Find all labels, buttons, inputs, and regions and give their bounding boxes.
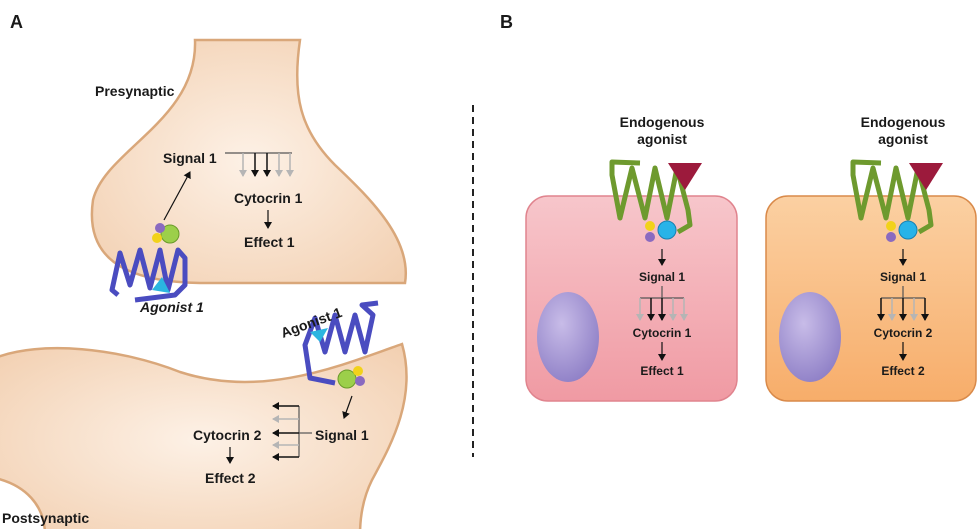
- postsynaptic-label: Postsynaptic: [2, 510, 89, 526]
- arrow: [163, 171, 191, 221]
- nucleus: [779, 292, 841, 382]
- g-alpha-icon: [657, 220, 677, 240]
- arrow: [342, 395, 353, 419]
- receptor: [850, 159, 934, 235]
- g-alpha-icon: [160, 224, 180, 244]
- agonist-1-triangle: [152, 277, 170, 293]
- cell-1-cytocrin-label: Cytocrin 1: [633, 326, 692, 340]
- presynaptic-terminal: [90, 38, 408, 285]
- pre-effect-label: Effect 1: [244, 234, 295, 250]
- pre-agonist-label: Agonist 1: [139, 299, 204, 315]
- pre-branch-arrows: [239, 153, 294, 177]
- g-gamma-icon: [353, 366, 363, 376]
- cell-2-signal-label: Signal 1: [880, 270, 926, 284]
- postsynaptic-cell: [0, 342, 408, 529]
- panel-a-letter: A: [10, 12, 23, 32]
- post-effect-label: Effect 2: [205, 470, 256, 486]
- endogenous-agonist-triangle: [668, 163, 702, 190]
- cell-2-effect-label: Effect 2: [881, 364, 925, 378]
- cell-1-pathway: [609, 159, 702, 361]
- presynaptic-label: Presynaptic: [95, 83, 175, 99]
- g-beta-icon: [355, 376, 365, 386]
- cell-1-effect-label: Effect 1: [640, 364, 684, 378]
- g-beta-icon: [645, 232, 655, 242]
- pre-signal-label: Signal 1: [163, 150, 217, 166]
- endogenous-agonist-label-1: Endogenous: [861, 114, 946, 130]
- cell-2-pathway: [850, 159, 943, 361]
- postsynaptic-receptor: [302, 300, 379, 386]
- pre-cytocrin-label: Cytocrin 1: [234, 190, 303, 206]
- endogenous-agonist-label-1: Endogenous: [620, 114, 705, 130]
- g-gamma-icon: [886, 221, 896, 231]
- cell-2-cytocrin-label: Cytocrin 2: [874, 326, 933, 340]
- g-gamma-icon: [152, 233, 162, 243]
- cell-1-signal-label: Signal 1: [639, 270, 685, 284]
- post-branch-arrows: [272, 402, 299, 461]
- g-beta-icon: [886, 232, 896, 242]
- presynaptic-receptor: [109, 247, 188, 303]
- post-signal-label: Signal 1: [315, 427, 369, 443]
- g-beta-icon: [155, 223, 165, 233]
- cell-1: [525, 195, 738, 402]
- endogenous-agonist-triangle: [909, 163, 943, 190]
- endogenous-agonist-label-2: agonist: [637, 131, 687, 147]
- agonist-1-triangle: [310, 328, 328, 342]
- g-gamma-icon: [645, 221, 655, 231]
- nucleus: [537, 292, 599, 382]
- cell-2: [765, 195, 977, 402]
- post-cytocrin-label: Cytocrin 2: [193, 427, 262, 443]
- receptor: [609, 159, 693, 235]
- g-alpha-icon: [898, 220, 918, 240]
- endogenous-agonist-label-2: agonist: [878, 131, 928, 147]
- post-agonist-label: Agonist 1: [279, 304, 345, 341]
- panel-b-letter: B: [500, 12, 513, 32]
